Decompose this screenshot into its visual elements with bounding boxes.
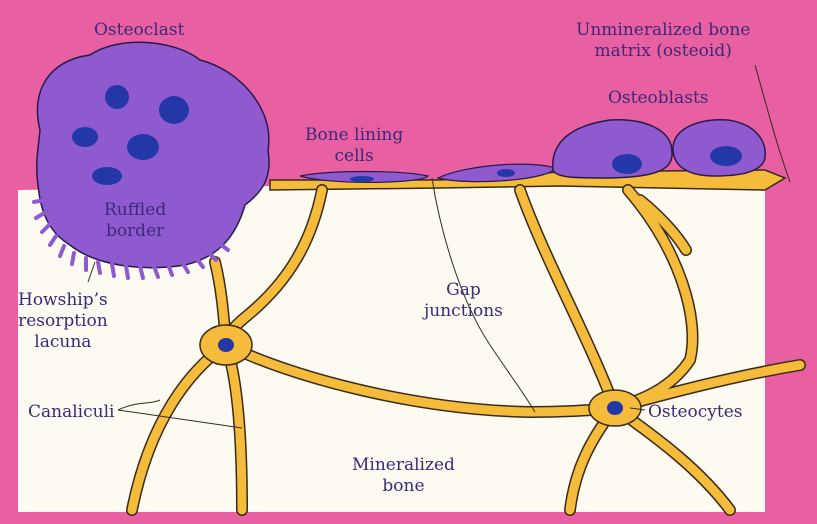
label-gap-junctions: Gap junctions (424, 280, 503, 322)
label-osteoblasts: Osteoblasts (608, 88, 709, 109)
label-bone-lining-cells: Bone lining cells (305, 125, 403, 167)
label-mineralized-bone: Mineralized bone (352, 455, 455, 497)
label-unmineralized-bone-matrix: Unmineralized bone matrix (osteoid) (576, 20, 750, 62)
label-osteocytes: Osteocytes (648, 402, 743, 423)
osteocyte-nucleus (607, 401, 623, 415)
label-canaliculi: Canaliculi (28, 402, 114, 423)
label-howships-resorption-lacuna: Howship’s resorption lacuna (18, 290, 108, 353)
label-osteoclast: Osteoclast (94, 20, 184, 41)
label-ruffled-border: Ruffled border (104, 200, 166, 242)
osteocyte-left (200, 325, 252, 365)
osteocyte-nucleus (218, 338, 234, 352)
